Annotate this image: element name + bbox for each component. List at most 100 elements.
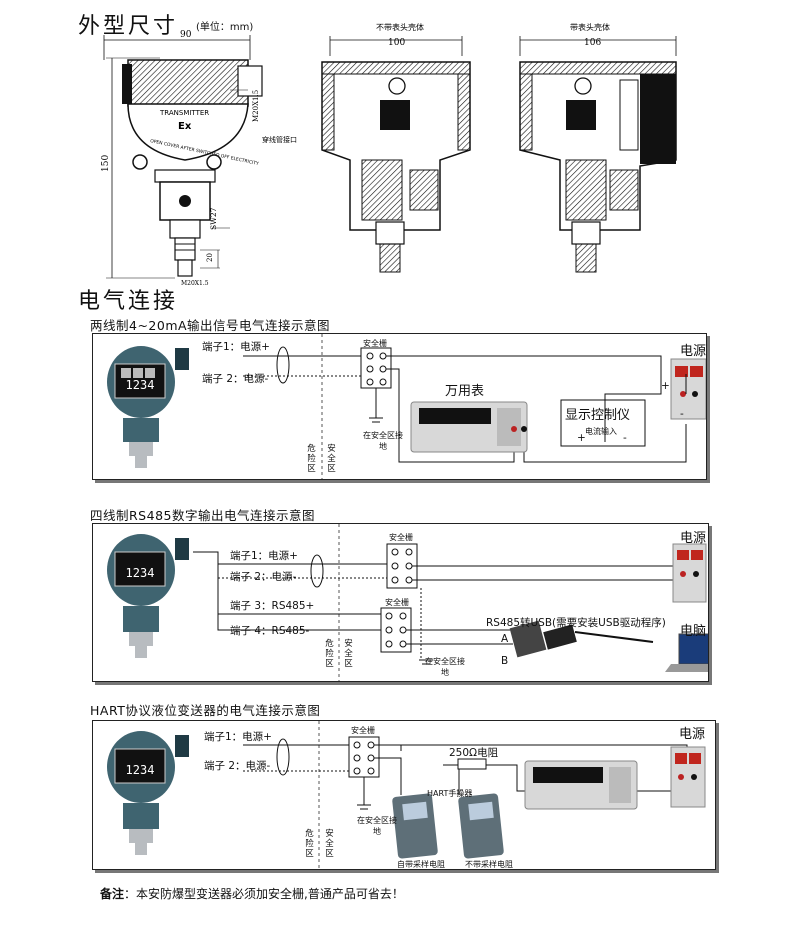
- hazard-zone: 危 险 区: [307, 444, 316, 474]
- resistor-label: 250Ω电阻: [449, 747, 499, 759]
- note-text: ：本安防爆型变送器必须加安全栅,普通产品可省去！: [124, 887, 404, 901]
- hart-safe-char-1: 安: [325, 829, 334, 839]
- ground-label: 在安全区接地: [363, 431, 403, 451]
- dim-cable: 穿线管接口: [262, 135, 297, 144]
- diagram3-title: HART协议液位变送器的电气连接示意图: [90, 703, 321, 718]
- terminal2-label: 端子 2：电源-: [202, 373, 269, 385]
- multimeter-label: 万用表: [445, 384, 485, 399]
- with-resistor-label: 自带采样电阻: [397, 860, 445, 869]
- diagram3-panel: 1234 端子1：电源+ 端子 2：电源- 安全栅 在安全区接地 危 险 区 安…: [92, 720, 716, 870]
- power-supply-3: [670, 746, 706, 808]
- unit-label: (单位：mm): [196, 22, 254, 33]
- terminal1-label: 端子1：电源+: [202, 341, 270, 353]
- safe-zone: 安 全 区: [327, 444, 336, 474]
- transmitter1-display: 1234: [125, 378, 155, 392]
- rs-hazard-char-1: 危: [325, 639, 334, 649]
- hart-handheld-label: HART手操器: [427, 789, 473, 798]
- transmitter-3: [107, 731, 189, 855]
- rs-safe-char-2: 全: [344, 649, 353, 659]
- note-label: 备注: [100, 887, 125, 901]
- dim-sw: SW27: [209, 207, 218, 230]
- middle-dim: 100: [388, 38, 405, 48]
- transmitter-1: [107, 346, 189, 468]
- footnote: 备注：本安防爆型变送器必须加安全栅,普通产品可省去！: [100, 885, 404, 902]
- safe-char-2: 全: [327, 454, 336, 464]
- safe-char-3: 区: [327, 464, 336, 474]
- without-resistor-label: 不带采样电阻: [465, 860, 513, 869]
- diagram1-panel: 1234 端子1：电源+ 端子 2：电源- 安全栅 在安全区接地 危 险 区 安…: [92, 333, 707, 480]
- diagram2-wiring: [107, 524, 708, 681]
- rs-safe-zone: 安 全 区: [344, 639, 353, 669]
- electrical-title: 电气连接: [78, 289, 179, 314]
- rs-terminal4-label: 端子 4：RS485-: [230, 625, 310, 637]
- dim-bottom-thread: M20X1.5: [181, 280, 209, 287]
- power-supply-1: [670, 358, 706, 420]
- diagram2-title: 四线制RS485数字输出电气连接示意图: [90, 508, 315, 523]
- hart-hazard-char-1: 危: [305, 829, 314, 839]
- power-label: 电源: [680, 344, 707, 359]
- hart-hazard-char-3: 区: [305, 849, 314, 859]
- rs-barrier-label: 安全栅: [389, 533, 413, 542]
- right-caption: 带表头壳体: [570, 22, 610, 32]
- rs-terminal1-label: 端子1：电源+: [230, 550, 298, 562]
- psu-minus: -: [680, 408, 684, 420]
- multimeter-1: [410, 401, 528, 453]
- power-supply-2: [672, 543, 707, 603]
- hart-terminal2-label: 端子 2：电源-: [204, 760, 271, 772]
- laptop: [665, 633, 708, 672]
- dim-height: 150: [101, 155, 111, 172]
- hart-safe-char-2: 全: [325, 839, 334, 849]
- rs-terminal3-label: 端子 3：RS485+: [230, 600, 315, 612]
- controller-plus: +: [577, 432, 586, 444]
- line-b-label: B: [501, 655, 509, 667]
- diagram2-panel: 1234 端子1：电源+ 端子 2：电源- 端子 3：RS485+ 端子 4：R…: [92, 523, 709, 682]
- hart-safe-char-3: 区: [325, 849, 334, 859]
- transmitter-2: [107, 534, 189, 658]
- hazard-char-3: 区: [307, 464, 316, 474]
- dimension-drawings: TRANSMITTER Ex OPEN COVER AFTER SWITCHED…: [101, 22, 677, 287]
- hart-safe-zone: 安 全 区: [325, 829, 334, 859]
- dim-thread: M20X1.5: [252, 90, 260, 122]
- section-with-display: [519, 36, 677, 273]
- nameplate-line1: TRANSMITTER: [159, 109, 209, 117]
- diagram1-wiring: [107, 334, 706, 479]
- rs-hazard-zone: 危 险 区: [325, 639, 334, 669]
- front-view-drawing: TRANSMITTER Ex OPEN COVER AFTER SWITCHED…: [103, 35, 263, 279]
- line-a-label: A: [501, 633, 509, 645]
- rs-terminal2-label: 端子 2：电源-: [230, 571, 297, 583]
- hart-ground-label: 在安全区接地: [357, 816, 397, 836]
- hart-power-label: 电源: [679, 727, 706, 742]
- transmitter3-display: 1234: [125, 763, 155, 777]
- nameplate-line2: Ex: [178, 121, 192, 132]
- converter-label: RS485转USB(需要安装USB驱动程序): [486, 617, 666, 629]
- rs-barrier2-label: 安全栅: [385, 598, 409, 607]
- safe-char-1: 安: [327, 444, 336, 454]
- rs485-usb-converter: [509, 620, 654, 658]
- hart-barrier-label: 安全栅: [351, 726, 375, 735]
- controller-input-label: 电流输入: [585, 427, 617, 436]
- psu-plus: +: [661, 380, 670, 392]
- barrier-label: 安全栅: [363, 339, 387, 348]
- hart-handheld-2: [458, 793, 504, 859]
- middle-caption: 不带表头壳体: [376, 22, 424, 32]
- rs-safe-char-1: 安: [344, 639, 353, 649]
- diagram3-wiring: [107, 721, 706, 869]
- rs-hazard-char-3: 区: [325, 659, 334, 669]
- hazard-char-1: 危: [307, 444, 316, 454]
- rs-hazard-char-2: 险: [325, 649, 334, 659]
- hart-hazard-char-2: 险: [305, 839, 314, 849]
- rs-safe-char-3: 区: [344, 659, 353, 669]
- right-dim: 106: [584, 38, 601, 48]
- diagram1-title: 两线制4~20mA输出信号电气连接示意图: [90, 318, 331, 333]
- hart-terminal1-label: 端子1：电源+: [204, 731, 272, 743]
- rs-ground-label: 在安全区接地: [425, 657, 465, 677]
- hazard-char-2: 险: [307, 454, 316, 464]
- controller-label: 显示控制仪: [565, 408, 631, 423]
- rs-power-label: 电源: [680, 531, 707, 546]
- resistor-250: [457, 758, 487, 770]
- dim-20: 20: [206, 253, 214, 262]
- computer-label: 电脑: [680, 624, 707, 639]
- dim-width: 90: [180, 30, 192, 40]
- dimensions-title: 外型尺寸: [78, 14, 179, 39]
- controller-box: [560, 399, 646, 447]
